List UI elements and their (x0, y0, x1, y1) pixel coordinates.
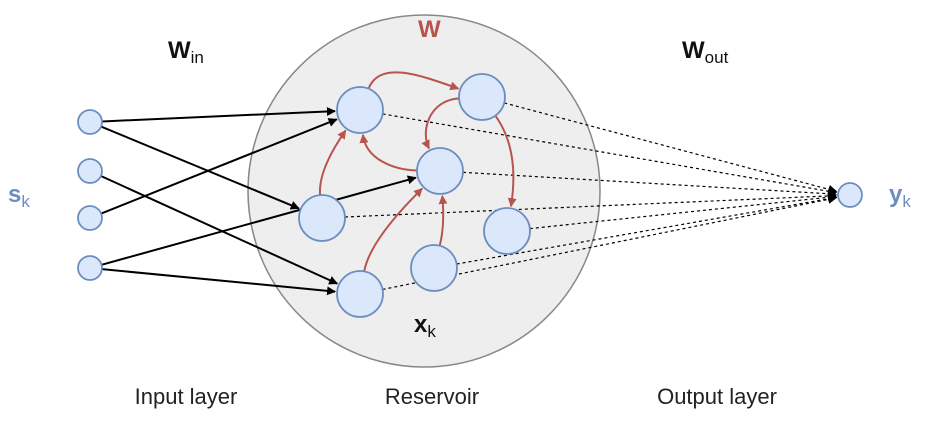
recurrent-edge-r1-r2 (367, 71, 460, 91)
reservoir-node-r1 (336, 86, 384, 134)
reservoir-node-r6 (336, 270, 384, 318)
input-node-i1 (77, 109, 103, 135)
recurrent-edge-r2-r3 (421, 97, 460, 150)
output-edge-r3-o1 (462, 171, 837, 199)
recurrent-edge-r6-r3 (363, 187, 423, 272)
input-edge-i2-r6 (100, 175, 339, 285)
recurrent-edge-r7-r3 (438, 194, 448, 246)
recurrent-edges (318, 71, 517, 272)
output-edge-r7-o1 (456, 194, 838, 265)
input-edges (100, 106, 417, 296)
input-node-i2 (77, 158, 103, 184)
output-node-o1 (837, 182, 863, 208)
y-k-label: yk (889, 181, 911, 211)
output-layer-caption: Output layer (657, 384, 777, 409)
reservoir-node-r5 (483, 207, 531, 255)
w-label: W (418, 16, 441, 43)
reservoir-node-r2 (458, 73, 506, 121)
input-edge-i4-r3 (101, 175, 417, 266)
input-node-i3 (77, 205, 103, 231)
input-layer-caption: Input layer (135, 384, 238, 409)
s-k-label: sk (8, 181, 30, 211)
input-edge-i1-r1 (101, 106, 336, 123)
recurrent-edge-r2-r5 (494, 115, 517, 208)
reservoir-node-r7 (410, 244, 458, 292)
nodes (77, 73, 863, 318)
reservoir-caption: Reservoir (385, 384, 479, 409)
w-out-label: Wout (682, 37, 729, 67)
reservoir-node-r3 (416, 147, 464, 195)
input-node-i4 (77, 255, 103, 281)
output-edges (344, 102, 838, 291)
recurrent-edge-r4-r1 (318, 129, 347, 196)
input-edge-i4-r6 (101, 268, 337, 296)
x-k-label: xk (414, 311, 436, 341)
output-edge-r6-o1 (382, 194, 838, 291)
recurrent-edge-r3-r1 (359, 133, 418, 172)
reservoir-node-r4 (298, 194, 346, 242)
output-edge-r1-o1 (382, 113, 838, 196)
w-in-label: Win (168, 37, 204, 67)
output-edge-r4-o1 (344, 191, 837, 218)
input-edge-i3-r1 (100, 118, 338, 215)
input-edge-i1-r4 (100, 125, 300, 210)
